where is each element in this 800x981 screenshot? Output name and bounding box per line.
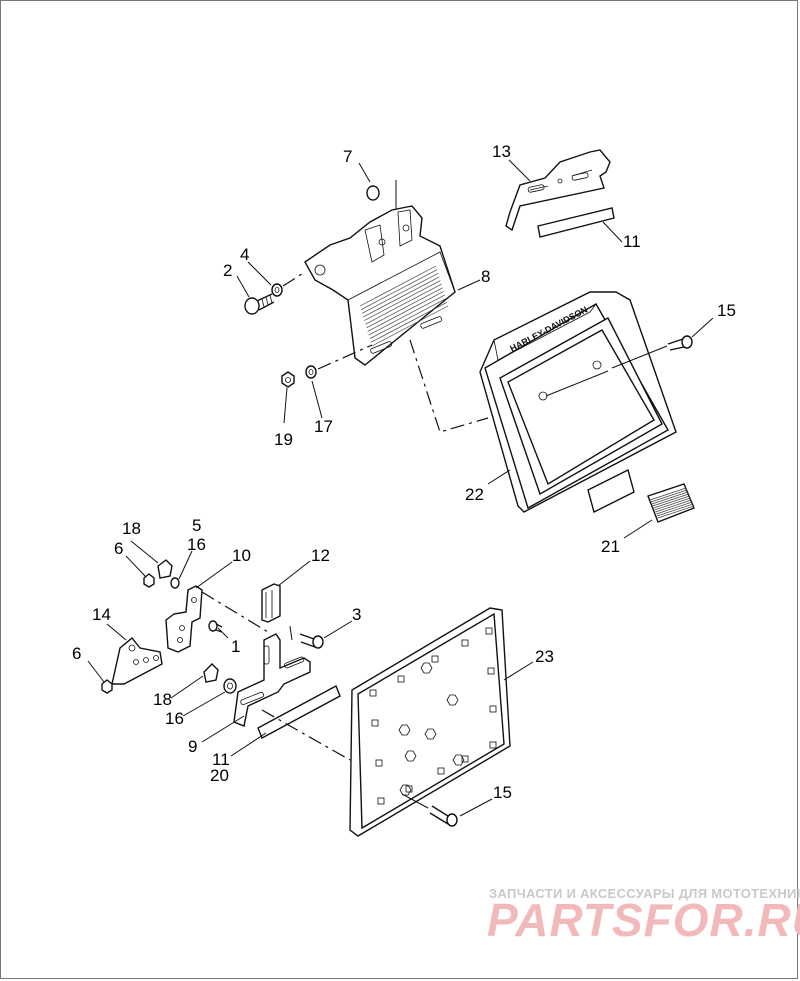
assembly-line xyxy=(282,271,306,287)
callout-16-lower: 16 xyxy=(165,709,184,728)
part-4-washer xyxy=(271,283,283,297)
part-11-strip-lower xyxy=(257,685,341,739)
callout-5: 5 xyxy=(192,516,201,535)
part-13-bracket xyxy=(505,149,611,232)
part-15-screw-lower xyxy=(401,793,458,827)
part-6-nut-upper xyxy=(143,573,155,588)
callout-9: 9 xyxy=(188,737,197,756)
part-1-stud xyxy=(208,620,223,633)
part-16-washer-lower xyxy=(223,678,237,694)
part-21-reflector xyxy=(647,483,695,523)
callout-15-lower: 15 xyxy=(493,783,512,802)
callout-6-upper: 6 xyxy=(114,539,123,558)
callout-6-lower: 6 xyxy=(72,644,81,663)
callout-11-lower: 11 xyxy=(212,750,230,769)
callout-1: 1 xyxy=(231,637,240,656)
callout-11-upper: 11 xyxy=(623,232,641,251)
callout-3: 3 xyxy=(352,605,361,624)
callout-15-upper: 15 xyxy=(717,301,736,320)
part-14-bracket xyxy=(111,637,163,685)
callout-13: 13 xyxy=(492,142,511,161)
part-6-nut-lower xyxy=(101,679,113,694)
part-10-bracket xyxy=(165,585,203,653)
watermark-subtitle: ЗАПЧАСТИ И АКСЕССУАРЫ ДЛЯ МОТОТЕХНИКИ xyxy=(489,886,800,901)
part-15-screw-upper xyxy=(611,335,693,369)
part-8-mount-bracket xyxy=(304,205,456,366)
callout-18-lower: 18 xyxy=(153,690,172,709)
callout-10: 10 xyxy=(232,546,251,565)
part-9-bracket xyxy=(233,633,311,727)
part-22-plate-frame: HARLEY-DAVIDSON xyxy=(479,291,677,514)
callout-23: 23 xyxy=(535,647,554,666)
assembly-line xyxy=(201,591,269,633)
callout-4: 4 xyxy=(240,245,249,264)
part-19-nut xyxy=(281,371,295,388)
callout-19: 19 xyxy=(274,430,293,449)
part-7-cap xyxy=(366,180,397,212)
callout-8: 8 xyxy=(481,267,490,286)
part-2-bolt xyxy=(244,293,275,315)
callout-leaders xyxy=(87,159,714,817)
callout-14: 14 xyxy=(92,605,111,624)
callout-17: 17 xyxy=(314,417,333,436)
callout-labels: 7 13 11 8 2 4 19 17 15 22 21 18 6 5 16 1… xyxy=(72,142,736,802)
callout-21: 21 xyxy=(601,537,620,556)
callout-22: 22 xyxy=(465,485,484,504)
part-11-strip-upper xyxy=(537,207,615,238)
callout-2: 2 xyxy=(223,261,232,280)
part-17-washer xyxy=(305,365,317,379)
callout-20: 20 xyxy=(210,766,229,785)
part-18-acorn-nut-upper xyxy=(157,559,173,579)
assembly-line xyxy=(317,344,373,370)
part-18-acorn-nut-lower xyxy=(203,663,219,683)
assembly-line xyxy=(261,709,351,761)
callout-12: 12 xyxy=(311,546,330,565)
watermark-logo: PARTSFOR.RU xyxy=(487,894,800,946)
part-3-screw xyxy=(289,625,324,649)
part-12-clip xyxy=(261,583,281,623)
callout-16-upper: 16 xyxy=(187,535,206,554)
assembly-line xyxy=(409,339,489,433)
callout-7: 7 xyxy=(343,147,352,166)
callout-18-upper: 18 xyxy=(122,519,141,538)
part-16-washer-upper xyxy=(170,577,180,589)
